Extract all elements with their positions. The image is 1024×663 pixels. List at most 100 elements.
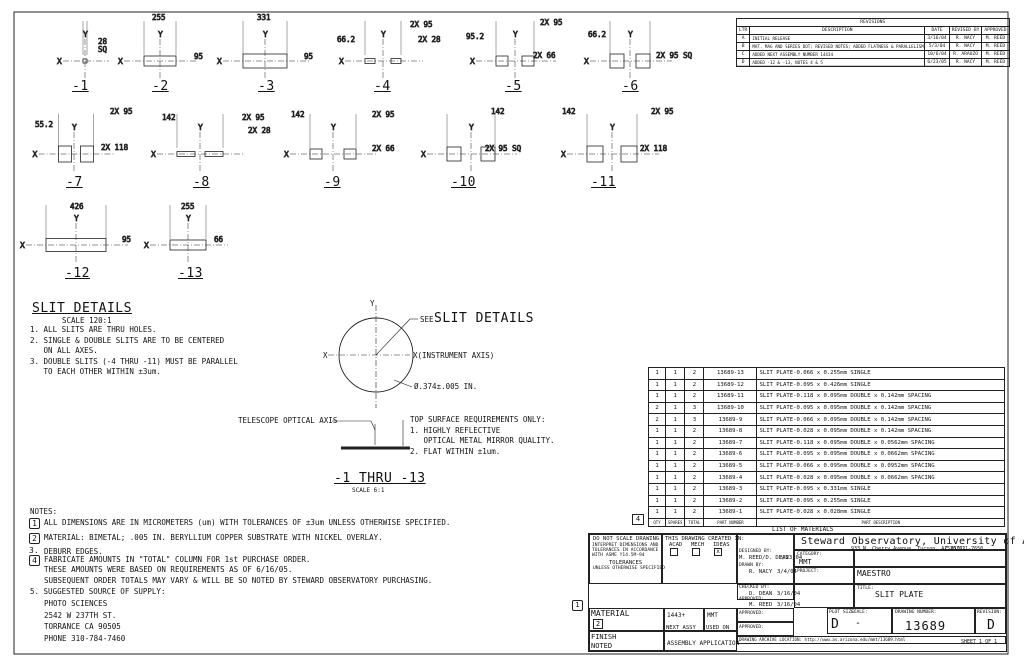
bom-cell: 2 bbox=[684, 367, 705, 380]
note-continuation: THESE AMOUNTS WERE BASED ON REQUIREMENTS… bbox=[44, 565, 293, 574]
bom-footer-cell: PART NUMBER bbox=[703, 517, 758, 527]
note-number: 3. bbox=[29, 546, 39, 555]
bom-cell: 13689-1 bbox=[703, 506, 758, 519]
axis-x-label: X bbox=[323, 351, 328, 360]
org-name: Steward Observatory, University of Arizo… bbox=[801, 536, 1024, 547]
bom-cell: SLIT PLATE-0.095 x 0.331mm SINGLE bbox=[756, 482, 1005, 496]
revision-header: REVISED BY bbox=[948, 26, 983, 35]
bom-cell: 3 bbox=[684, 413, 705, 426]
next-assy-value: 1443+ bbox=[667, 612, 686, 619]
bom-cell: 13689-10 bbox=[703, 401, 758, 415]
view-y-label: Y bbox=[469, 123, 474, 132]
project-value: MAESTRO bbox=[857, 569, 891, 578]
note-text: ALL DIMENSIONS ARE IN MICROMETERS (um) W… bbox=[44, 518, 451, 527]
bom-cell: SLIT PLATE-0.066 x 0.095mm DOUBLE x 0.14… bbox=[756, 413, 1005, 426]
revision-cell: M. REED bbox=[981, 34, 1010, 43]
sheet-count: SHEET 1 OF 1 bbox=[961, 639, 998, 645]
top-surface-line: 2. FLAT WITHIN ±1um. bbox=[410, 446, 501, 456]
revision-cell: A bbox=[735, 34, 751, 43]
bom-cell: 1 bbox=[648, 494, 666, 508]
dimension-label: SQ bbox=[98, 45, 108, 54]
plot-size: D bbox=[831, 617, 839, 632]
bom-cell: 13689-13 bbox=[703, 367, 758, 380]
bom-cell: 2 bbox=[684, 436, 705, 450]
revision-cell: D bbox=[735, 58, 751, 67]
revision-cell: MAT. MAG AND SERIES DOT; REVISED NOTES; … bbox=[749, 42, 926, 51]
dimension-label: 142 bbox=[562, 107, 576, 116]
dimension-label: 2X 95 bbox=[540, 18, 563, 27]
approved-label: APPROVED: bbox=[739, 597, 764, 602]
view-y-label: Y bbox=[263, 30, 268, 39]
bom-cell: 1 bbox=[664, 424, 686, 438]
revision-cell: ADDED NEXT ASSEMBLY NUMBER 14434 bbox=[749, 50, 926, 59]
source-line: TORRANCE CA 90505 bbox=[44, 622, 121, 631]
revision-label: REVISION: bbox=[977, 610, 1002, 615]
checked-date: 3/16/04 bbox=[777, 591, 801, 597]
checked-by: D. DEAN bbox=[749, 591, 773, 597]
slit-note-line: 1. ALL SLITS ARE THRU HOLES. bbox=[30, 325, 157, 334]
bom-cell: SLIT PLATE-0.118 x 0.095mm DOUBLE x 0.14… bbox=[756, 390, 1005, 403]
mech-label: MECH bbox=[691, 542, 705, 548]
instrument-axis: X(INSTRUMENT AXIS) bbox=[413, 351, 495, 360]
bom-cell: 1 bbox=[648, 506, 666, 519]
dimension-label: 2X 95 SQ bbox=[485, 144, 522, 153]
dimension-label: 2X 95 bbox=[651, 107, 674, 116]
dimension-label: 95.2 bbox=[466, 32, 484, 41]
view-part-label: -1 bbox=[72, 79, 89, 94]
bom-cell: 1 bbox=[648, 424, 666, 438]
archive-location: DRAWING ARCHIVE LOCATION: http://www.as.… bbox=[739, 637, 906, 642]
view-x-label: X bbox=[584, 57, 589, 66]
view-y-label: Y bbox=[513, 30, 518, 39]
revision-header: APPROVED bbox=[981, 26, 1010, 35]
revision-header: DESCRIPTION bbox=[749, 26, 926, 35]
view-part-label: -3 bbox=[258, 79, 275, 94]
bom-cell: SLIT PLATE-0.066 x 0.095mm DOUBLE x 0.09… bbox=[756, 459, 1005, 473]
revision-header: DATE bbox=[924, 26, 950, 35]
revision-cell: 6/23/05 bbox=[924, 58, 950, 67]
dimension-label: 95 bbox=[304, 52, 313, 61]
view-part-label: -11 bbox=[591, 175, 616, 190]
view-part-label: -8 bbox=[193, 175, 210, 190]
category-label: CATEGORY: bbox=[797, 552, 822, 557]
bom-cell: SLIT PLATE-0.028 x 0.028mm SINGLE bbox=[756, 506, 1005, 519]
view-x-label: X bbox=[20, 241, 25, 250]
dimension-label: 2X 95 bbox=[372, 110, 395, 119]
view-x-label: X bbox=[151, 150, 156, 159]
bom-cell: 1 bbox=[664, 401, 686, 415]
source-title: 5. SUGGESTED SOURCE OF SUPPLY: bbox=[30, 587, 166, 596]
revision-value: D bbox=[987, 618, 995, 633]
mech-checkbox bbox=[692, 548, 700, 556]
main-view-scale: SCALE 6:1 bbox=[352, 487, 385, 494]
dimension-label: 331 bbox=[257, 13, 271, 22]
top-surface-line: TOP SURFACE REQUIREMENTS ONLY: bbox=[410, 415, 546, 424]
dimension-label: 2X 95 bbox=[242, 113, 265, 122]
note-number: 4 bbox=[29, 555, 40, 566]
bom-cell: 13689-11 bbox=[703, 390, 758, 403]
bom-cell: 2 bbox=[684, 448, 705, 461]
bom-cell: 2 bbox=[684, 424, 705, 438]
note-number: 1 bbox=[29, 518, 40, 529]
used-on-value: MMT bbox=[707, 612, 718, 619]
bom-cell: 1 bbox=[648, 471, 666, 484]
used-on-label: USED ON bbox=[706, 625, 730, 631]
dimension-label: 2X 95 bbox=[110, 107, 133, 116]
note-text: DEBURR EDGES. bbox=[44, 547, 103, 556]
revision-cell: 10/6/04 bbox=[924, 50, 950, 59]
revision-cell: R. NACY bbox=[948, 42, 983, 51]
revision-cell: 3/16/04 bbox=[924, 34, 950, 43]
slit-note-line: ON ALL AXES. bbox=[30, 346, 98, 355]
bom-cell: SLIT PLATE-0.095 x 0.255mm SINGLE bbox=[756, 494, 1005, 508]
bom-cell: SLIT PLATE-0.066 x 0.255mm SINGLE bbox=[756, 367, 1005, 380]
title-block-flag: 1 bbox=[572, 600, 583, 611]
bom-cell: 1 bbox=[664, 506, 686, 519]
